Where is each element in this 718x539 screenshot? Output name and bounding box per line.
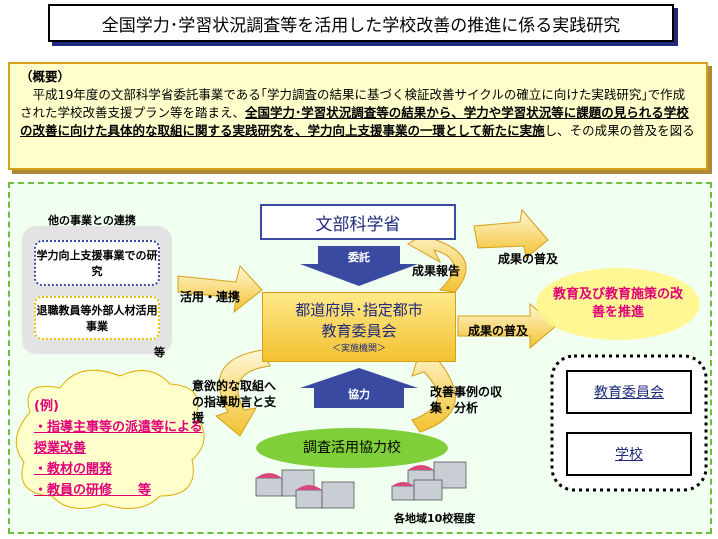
example-2: ・教材の開発 (34, 462, 113, 477)
shidou-arrow (214, 349, 271, 437)
etc-label-1: 等 (154, 346, 165, 359)
seika-houkoku-arrow (407, 224, 467, 293)
other-project-1: 学力向上支援事業での研究 (34, 240, 160, 286)
board-box: 教育委員会 (566, 370, 692, 414)
summary-text: 平成19年度の文部科学省委託事業である｢学力調査の結果に基づく検証改善サイクルの… (20, 86, 696, 140)
other-project-2: 退職教員等外部人材活用事業 (34, 296, 160, 340)
seika-fukyu-label-2: 成果の普及 (468, 324, 529, 338)
page-title: 全国学力･学習状況調査等を活用した学校改善の推進に係る実践研究 (48, 4, 674, 42)
school-box: 学校 (566, 432, 692, 476)
fukyu-top-arrow (473, 208, 549, 259)
ishiki-label: 意欲的な取組への指導助言と支援 (192, 379, 277, 425)
itaku-arrow (300, 246, 418, 286)
summary-seg1: 平成19年度の文部科学省委託事業である｢学力調査の結果に基づく検証改善サイクルの… (20, 87, 686, 120)
kyouryokukou-ellipse (256, 428, 448, 468)
katsuyou-arrow (177, 264, 263, 314)
seika-houkoku-label: 成果報告 (412, 264, 461, 278)
kaizen-label: 改善事例の収集・分析 (430, 385, 503, 415)
summary-box: （概要） 平成19年度の文部科学省委託事業である｢学力調査の結果に基づく検証改善… (8, 62, 708, 170)
summary-seg3: し、その成果の普及を図る (544, 123, 695, 138)
other-projects-label: 他の事業との連携 (48, 214, 136, 227)
goal-label: 教育及び教育施策の改善を推進 (552, 287, 683, 320)
example-label: (例) (34, 399, 59, 414)
katsuyou-label: 活用・連携 (180, 290, 241, 304)
pref-line-1: 都道府県･指定都市 (295, 301, 423, 319)
goal-oval (536, 268, 700, 340)
example-cloud (15, 369, 205, 509)
kyouryokukou-label: 調査活用協力校 (303, 440, 401, 456)
example-1: ・指導主事等の派遣等による授業改善 (34, 420, 203, 456)
kyouryoku-label: 協力 (348, 388, 370, 401)
itaku-label: 委託 (348, 251, 370, 264)
summary-heading: （概要） (20, 69, 71, 84)
example-3: ・教員の研修 等 (34, 483, 152, 498)
kakuchiiki-label: 各地域10校程度 (394, 512, 476, 525)
mext-box: 文部科学省 (260, 204, 456, 240)
school-buildings-icon (255, 461, 467, 509)
kyouryoku-arrow (300, 368, 418, 408)
pref-board-box: 都道府県･指定都市 教育委員会 ＜実施機関＞ (262, 292, 456, 362)
seika-fukyu-label-1: 成果の普及 (498, 252, 559, 266)
fukyu-mid-arrow (457, 302, 557, 350)
pref-line-2: 教育委員会 (321, 322, 397, 340)
summary-seg2: 全国学力･学習状況調査等の結果から、学力や学習状況等に課題の見られる学校の改善に… (20, 105, 689, 138)
pref-line-3: ＜実施機関＞ (331, 344, 386, 354)
examples-block: (例) ・指導主事等の派遣等による授業改善 ・教材の開発 ・教員の研修 等 (34, 396, 204, 501)
